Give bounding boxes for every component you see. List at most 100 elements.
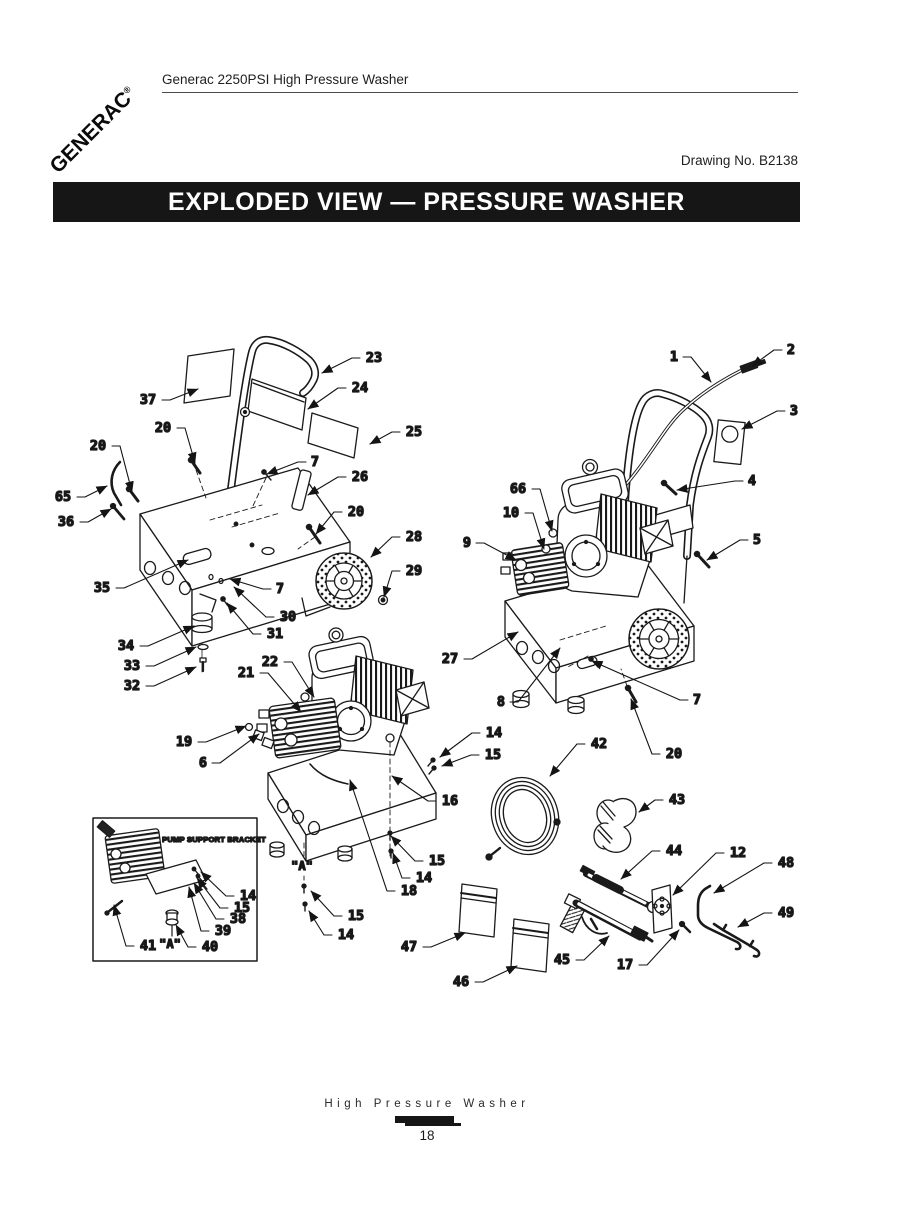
callout-20: 20 — [90, 438, 106, 454]
callout-leader-35 — [115, 559, 189, 589]
callout-8: 8 — [497, 694, 505, 710]
callout-37: 37 — [140, 392, 156, 408]
callout-26: 26 — [352, 469, 368, 485]
handle-label-37 — [183, 348, 235, 404]
callout-leader-44 — [620, 850, 661, 880]
callout-leader-31 — [226, 602, 262, 635]
callout-40: 40 — [202, 939, 218, 955]
callout-14: 14 — [416, 870, 432, 886]
callout-18: 18 — [401, 883, 417, 899]
cylinder-fins — [594, 493, 658, 563]
callout-leader-20 — [111, 445, 134, 493]
callout-leader-1 — [682, 356, 712, 383]
callout-leader-37 — [161, 388, 199, 401]
callout-43: 43 — [669, 792, 685, 808]
handle-grip-panel-24 — [247, 378, 307, 431]
callout-leader-32 — [145, 666, 197, 687]
callout-25: 25 — [406, 424, 422, 440]
callout-leader-15 — [310, 890, 343, 917]
callout-leader-10 — [524, 512, 546, 550]
callout-leader-15 — [441, 754, 480, 767]
inset-box-group: PUMP SUPPORT BRACKET — [92, 817, 267, 962]
ref-label-A-0: "A" — [291, 859, 313, 873]
callout-leader-15 — [390, 835, 424, 862]
callout-36: 36 — [58, 514, 74, 530]
callout-19: 19 — [176, 734, 192, 750]
callout-45: 45 — [554, 952, 570, 968]
callout-leader-2 — [751, 349, 783, 367]
callout-leader-20 — [176, 427, 197, 464]
callout-29: 29 — [406, 563, 422, 579]
footer-label: High Pressure Washer — [324, 1098, 530, 1110]
header-rule — [162, 92, 798, 93]
callout-leader-33 — [145, 646, 197, 667]
callout-leader-9 — [475, 542, 517, 561]
hose-hook-48 — [696, 884, 742, 951]
callout-14: 14 — [240, 888, 256, 904]
fitting-66 — [548, 528, 558, 538]
callout-leader-40 — [175, 924, 197, 948]
callout-leader-39 — [187, 886, 210, 932]
page-number: 18 — [419, 1128, 435, 1143]
callout-leader-65 — [76, 485, 108, 498]
callout-31: 31 — [267, 626, 283, 642]
callout-leader-17 — [638, 929, 680, 966]
callout-leader-34 — [139, 625, 195, 647]
foam-grip-43 — [593, 797, 637, 853]
callout-27: 27 — [442, 651, 458, 667]
callout-leader-18 — [349, 779, 396, 892]
callout-39: 39 — [215, 923, 231, 939]
callout-leader-25 — [369, 431, 401, 445]
callout-34: 34 — [118, 638, 134, 654]
handle-bracket-26 — [291, 469, 312, 511]
recoil-starter — [564, 534, 608, 578]
callout-9: 9 — [463, 535, 471, 551]
callout-leader-24 — [307, 387, 347, 410]
callout-47: 47 — [401, 939, 417, 955]
callout-leader-45 — [575, 935, 610, 961]
callout-leader-16 — [391, 775, 437, 802]
center-frame-feet — [269, 841, 353, 862]
callout-leader-21 — [259, 672, 302, 713]
handle-lock-rod-65 — [110, 460, 123, 507]
right-wheel — [628, 608, 690, 670]
header-product-title: Generac 2250PSI High Pressure Washer — [162, 72, 409, 87]
handle-label-25 — [307, 412, 359, 459]
callout-leader-14 — [439, 732, 481, 758]
spray-gun-45 — [559, 893, 654, 943]
callout-22: 22 — [262, 654, 278, 670]
right-washer-assembly — [500, 358, 767, 715]
callout-leader-43 — [638, 799, 664, 813]
section-title-bar: EXPLODED VIEW — PRESSURE WASHER — [53, 182, 800, 222]
callout-2: 2 — [787, 342, 795, 358]
callout-leader-26 — [307, 476, 347, 496]
callout-15: 15 — [485, 747, 501, 763]
callout-46: 46 — [453, 974, 469, 990]
callout-3: 3 — [790, 403, 798, 419]
callout-48: 48 — [778, 855, 794, 871]
left-cart-assembly — [109, 335, 389, 673]
callout-leader-23 — [321, 357, 361, 374]
callout-leader-19 — [197, 725, 247, 743]
callout-leader-14 — [308, 910, 333, 936]
callout-leader-15 — [196, 877, 229, 909]
ref-label-A-1: "A" — [159, 937, 181, 951]
callout-leader-3 — [741, 410, 786, 430]
callout-leader-8 — [509, 647, 561, 703]
callout-leader-48 — [713, 862, 773, 894]
callout-leader-4 — [676, 480, 744, 493]
fitting-19 — [244, 722, 254, 732]
callout-16: 16 — [442, 793, 458, 809]
callout-leader-42 — [549, 743, 586, 777]
callout-20: 20 — [155, 420, 171, 436]
callout-leader-29 — [382, 570, 401, 598]
callout-leader-6 — [211, 733, 260, 764]
callout-leader-28 — [370, 536, 401, 558]
callout-leader-66 — [531, 488, 554, 532]
callout-leader-7 — [266, 461, 307, 475]
parts-bag-46 — [510, 918, 550, 973]
callout-41: 41 — [140, 938, 156, 954]
callout-66: 66 — [510, 481, 526, 497]
